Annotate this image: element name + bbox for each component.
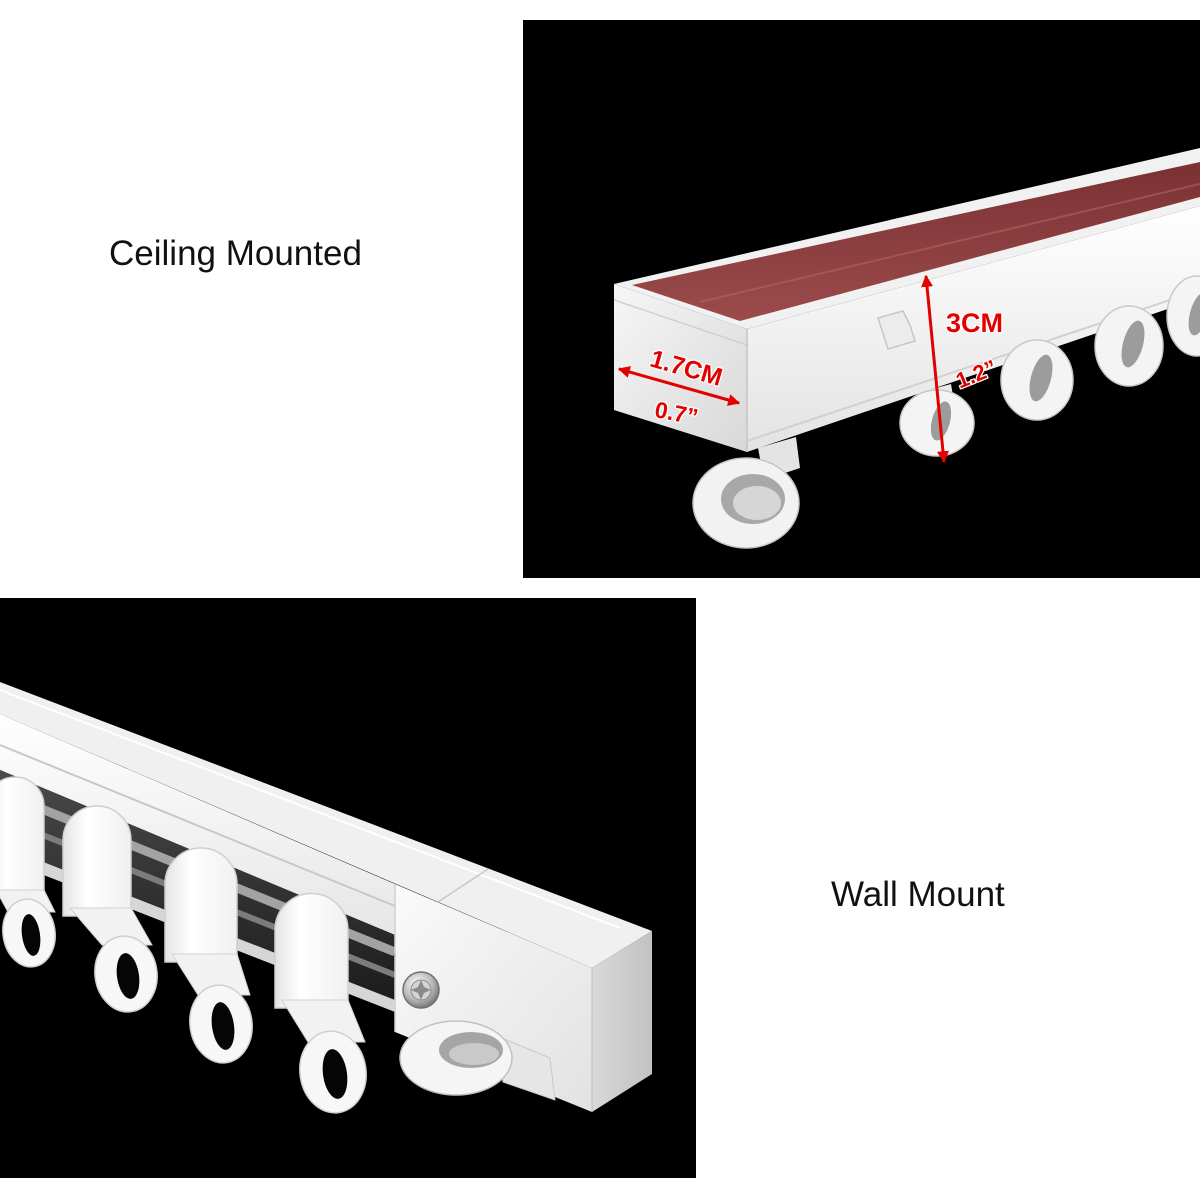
wall-gliders bbox=[0, 776, 367, 1114]
wall-end-hook bbox=[399, 1020, 556, 1101]
glider-plate bbox=[171, 953, 251, 996]
glider-plate bbox=[281, 999, 366, 1043]
ceiling-track-illustration: 1.7CM 0.7” 3CM 1.2” bbox=[613, 148, 1200, 549]
glider-plate bbox=[68, 907, 153, 946]
ring-hook bbox=[1166, 275, 1200, 357]
adhesive-strip bbox=[632, 162, 1200, 321]
ring-hole bbox=[1188, 292, 1200, 336]
ceiling-mounted-label: Ceiling Mounted bbox=[109, 234, 362, 273]
end-hook-ring-hole bbox=[733, 486, 781, 520]
glider-hook bbox=[62, 805, 158, 1013]
ceiling-mount-photo: 1.7CM 0.7” 3CM 1.2” bbox=[523, 20, 1200, 578]
height-arrow bbox=[921, 274, 949, 464]
end-ring-hook bbox=[692, 437, 800, 549]
glider-hook bbox=[164, 847, 253, 1064]
glider-body bbox=[62, 805, 132, 917]
wall-track-illustration bbox=[0, 682, 652, 1114]
glider-ring-hole bbox=[211, 1002, 235, 1050]
wall-mount-photo bbox=[0, 598, 696, 1178]
rail-side-face bbox=[747, 206, 1200, 452]
wall-rail-groove bbox=[0, 744, 396, 907]
glider-ring-hole bbox=[21, 914, 41, 956]
screw-cross-slot bbox=[411, 980, 431, 1000]
glider-hook bbox=[274, 892, 367, 1114]
width-arrow bbox=[617, 366, 741, 406]
end-cap-side-face bbox=[592, 931, 652, 1112]
ring-body bbox=[1166, 275, 1200, 357]
ring-hole bbox=[1121, 320, 1145, 368]
glider-body bbox=[0, 776, 45, 897]
wall-mount-label: Wall Mount bbox=[831, 875, 1005, 914]
glider-hook bbox=[0, 776, 56, 968]
screw-icon bbox=[402, 971, 440, 1009]
glider-ring-hole bbox=[322, 1049, 348, 1099]
rail-end-lip bbox=[613, 299, 748, 346]
ring-hook bbox=[1094, 305, 1164, 387]
adhesive-strip-highlight bbox=[699, 183, 1200, 303]
wall-rail-top-highlight bbox=[0, 689, 621, 929]
glider-ring-hole bbox=[116, 953, 140, 999]
end-hook-ring-hole bbox=[449, 1043, 499, 1065]
end-cap-top-seam bbox=[437, 868, 489, 903]
rail-joint-notch bbox=[877, 310, 916, 350]
height-cm-label: 3CM bbox=[946, 308, 1003, 338]
glider-body bbox=[274, 892, 349, 1009]
glider-body bbox=[164, 847, 238, 963]
ceiling-track-rail bbox=[613, 148, 1200, 452]
ring-hole bbox=[1029, 354, 1053, 402]
ring-hook bbox=[1000, 339, 1074, 421]
